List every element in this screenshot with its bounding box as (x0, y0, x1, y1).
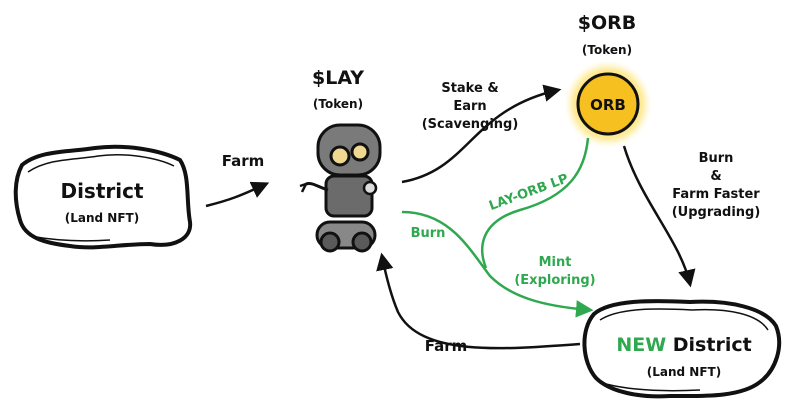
burn-upgrade-line-2: & (710, 169, 721, 184)
burn-upgrade-line-1: Burn (699, 151, 734, 166)
farm-top-label: Farm (222, 152, 265, 170)
burn-upgrade-line-3: Farm Faster (672, 187, 760, 202)
orb-subtitle: (Token) (582, 43, 632, 57)
stake-earn-edge: Stake & Earn (Scavenging) (401, 81, 562, 184)
stake-earn-line-3: (Scavenging) (422, 117, 519, 132)
svg-text:NEW District: NEW District (616, 334, 751, 356)
farm-edge-bottom: Farm (376, 252, 581, 355)
farm-edge-top: Farm (205, 152, 270, 208)
mint-line-2: (Exploring) (514, 273, 595, 288)
district-subtitle: (Land NFT) (65, 211, 139, 225)
burn-green-label: Burn (411, 226, 446, 241)
mint-line-1: Mint (539, 255, 572, 270)
burn-upgrade-line-4: (Upgrading) (672, 205, 761, 220)
stake-earn-line-1: Stake & (441, 81, 498, 96)
district-title: District (60, 179, 143, 203)
orb-title: $ORB (578, 12, 636, 34)
new-district-title-rest: District (666, 334, 752, 356)
new-district-shape (582, 299, 782, 399)
lay-title: $LAY (312, 67, 364, 89)
orb-coin-label: ORB (590, 96, 626, 114)
orb-coin: ORB (564, 60, 652, 148)
lay-orb-lp-edge: LAY-ORB LP (481, 137, 590, 269)
new-district-subtitle: (Land NFT) (647, 365, 721, 379)
lay-subtitle: (Token) (313, 97, 363, 111)
district-node: District (Land NFT) (13, 144, 193, 250)
new-district-title-highlight: NEW (616, 334, 666, 356)
burn-upgrade-edge: Burn & Farm Faster (Upgrading) (622, 145, 761, 288)
farm-bottom-label: Farm (425, 337, 468, 355)
burn-mint-edge: Burn Mint (Exploring) (401, 210, 596, 318)
district-shape (13, 144, 193, 250)
new-district-node: NEW District (Land NFT) (582, 299, 782, 399)
stake-earn-line-2: Earn (453, 99, 486, 114)
robot-mascot (299, 123, 382, 253)
